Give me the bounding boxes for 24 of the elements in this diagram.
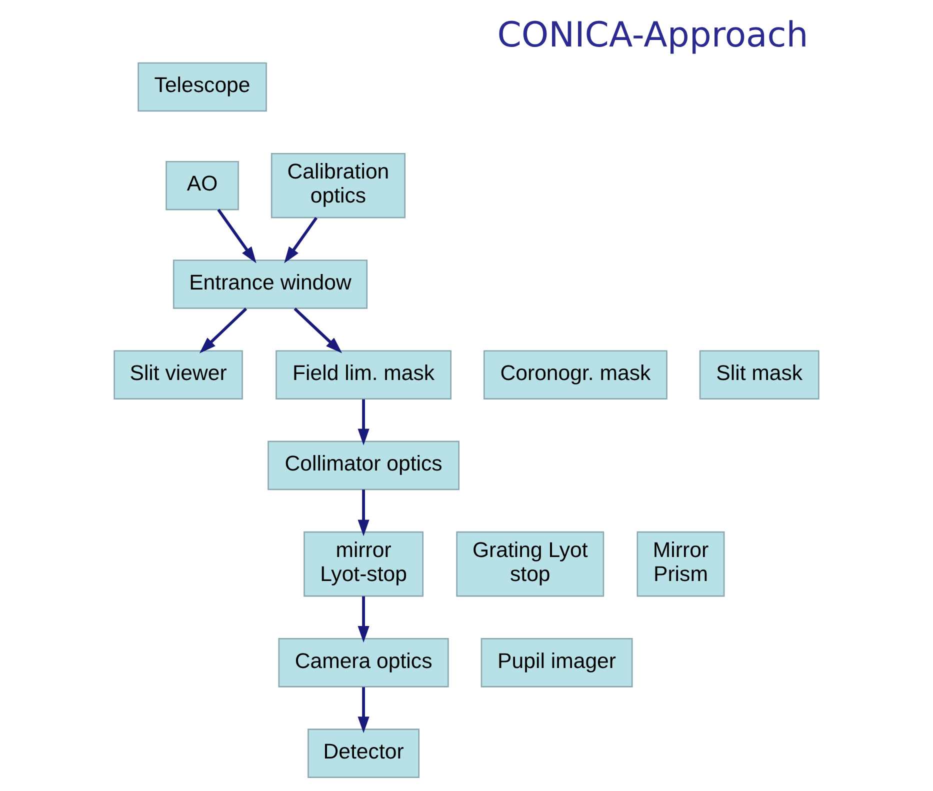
arrow <box>358 596 370 643</box>
node-box: mirror Lyot-stop <box>304 531 424 597</box>
node-box: Pupil imager <box>480 638 633 688</box>
node-box: Slit mask <box>699 350 820 400</box>
arrow <box>358 490 370 536</box>
node-box: Coronogr. mask <box>484 350 668 400</box>
arrow <box>358 687 370 734</box>
arrow <box>217 208 256 264</box>
node-box: Entrance window <box>172 260 368 309</box>
arrow <box>358 399 370 446</box>
node-box: Camera optics <box>278 638 449 688</box>
node-box: Field lim. mask <box>276 350 452 400</box>
node-box: Calibration optics <box>270 152 406 218</box>
node-box: Slit viewer <box>114 350 243 400</box>
diagram-title: CONICA-Approach <box>497 16 808 56</box>
node-box: Grating Lyot stop <box>456 531 604 597</box>
arrow <box>284 216 318 264</box>
node-box: Collimator optics <box>268 440 460 490</box>
node-box: AO <box>166 160 239 210</box>
arrow <box>199 308 248 354</box>
node-box: Telescope <box>138 62 267 112</box>
arrow <box>294 308 342 354</box>
node-box: Detector <box>308 728 420 778</box>
node-box: Mirror Prism <box>636 531 725 597</box>
